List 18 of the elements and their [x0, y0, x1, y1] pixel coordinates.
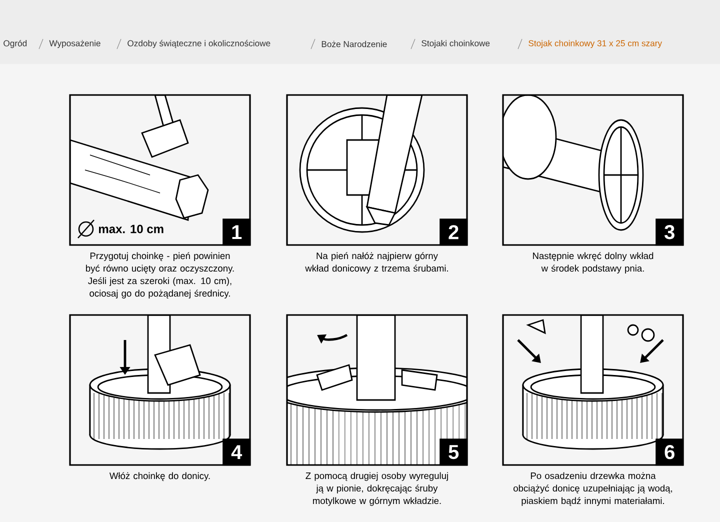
step-panel: 2 [286, 94, 468, 246]
breadcrumb-link: Wyposażenie [49, 40, 100, 48]
step-caption: Z pomocą drugiej osoby wyreguluj ją w pionie, dokręcając śruby motylkowe w górnym wkładzie. [306, 472, 448, 506]
step-caption: Na pień nałóż najpierw górny wkład donicowy z trzema śrubami. [305, 252, 448, 274]
step-caption: Następnie wkręć dolny wkład w środek podstawy pnia. [533, 252, 654, 274]
step-panel: 4 [69, 314, 251, 466]
breadcrumb-link: Stojaki choinkowe [422, 40, 490, 48]
step-caption: Włóż choinkę do donicy. [109, 472, 210, 481]
breadcrumb-link: Ozdoby świąteczne i okolicznościowe [128, 40, 270, 48]
step-panel: 6 [502, 314, 684, 466]
step-caption: Przygotuj choinkę - pień powinien być równo ucięty oraz oczyszczony. Jeśli jest za szeroki (max. 10 cm), ociosaj go do pożądanej średnicy. [86, 252, 234, 298]
breadcrumb-link: Stojak choinkowy 31 x 25 cm szary [528, 40, 662, 48]
step-panel: 3 [502, 94, 684, 246]
breadcrumb-link: Boże Narodzenie [322, 40, 387, 48]
breadcrumb-link: Ogród [4, 40, 27, 48]
dimension-label: max. 10 cm [98, 224, 164, 234]
step-caption: Po osadzeniu drzewka można obciążyć donicę uzupełniając ją wodą, piaskiem bądź innymi materiałami. [514, 472, 672, 506]
step-panel: 5 [286, 314, 468, 466]
